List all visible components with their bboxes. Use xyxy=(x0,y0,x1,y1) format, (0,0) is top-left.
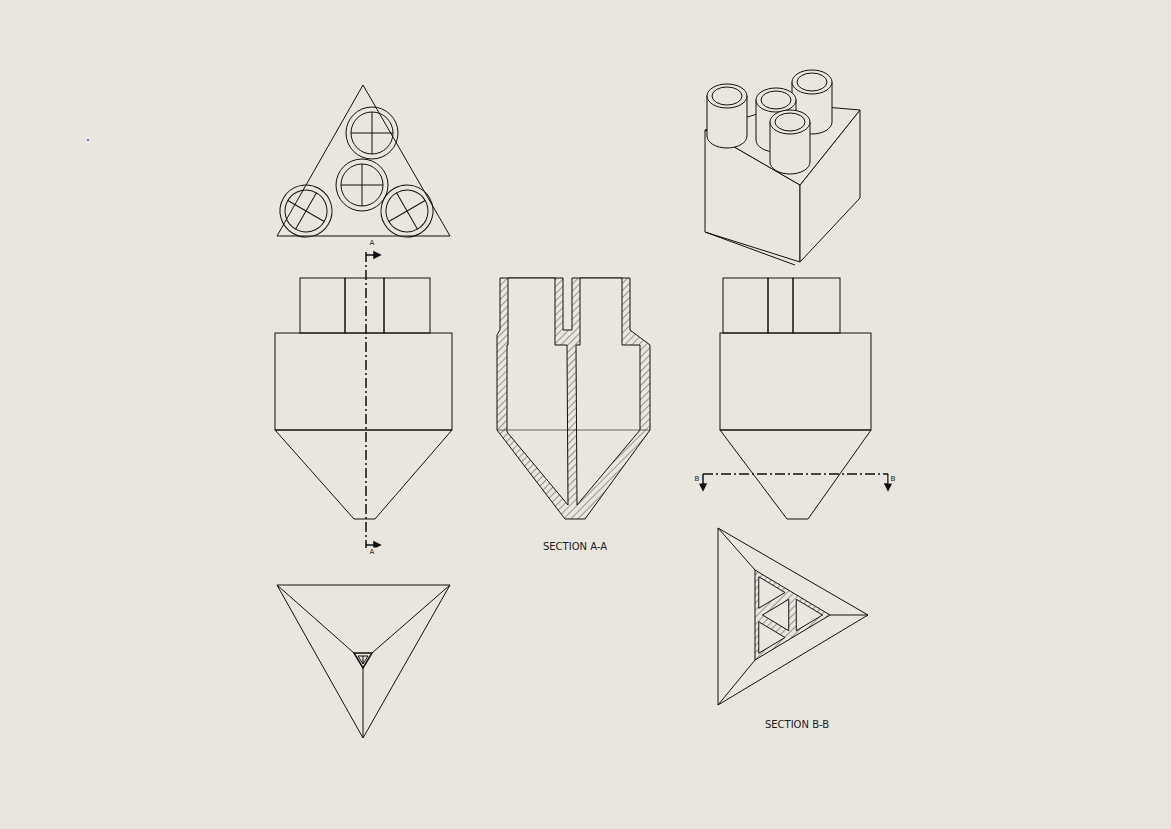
bottom-view-part xyxy=(277,585,450,738)
top-view-part xyxy=(336,159,388,211)
bottom-view-part xyxy=(354,653,372,668)
top-view-part-part xyxy=(346,107,398,159)
top-view-part xyxy=(371,175,442,246)
section-b-b-part xyxy=(830,615,868,616)
front-view-part xyxy=(275,333,452,430)
section-a-a-part xyxy=(576,278,640,505)
top-view-part-part xyxy=(362,164,363,206)
section-b-b-part xyxy=(796,599,822,631)
section-title: SECTION B-B xyxy=(763,719,831,731)
bottom-view xyxy=(277,585,450,738)
section-marker: A xyxy=(368,239,377,248)
top-view-part-part xyxy=(351,112,393,154)
top-view-part-part xyxy=(296,193,317,229)
bottom-view-part xyxy=(277,585,354,653)
section-a-a-part xyxy=(497,430,650,431)
top-view-part-part xyxy=(397,193,418,229)
section-title: SECTION A-A xyxy=(541,541,609,553)
isometric-view-part-part xyxy=(756,88,796,112)
side-view-part xyxy=(793,278,840,333)
section-line-b-part xyxy=(885,484,891,490)
top-view-part-part xyxy=(341,164,383,206)
section-marker: B xyxy=(693,475,702,484)
isometric-view-part-part xyxy=(707,84,747,108)
section-marker: A xyxy=(368,548,377,557)
isometric-view-part-part xyxy=(797,73,827,91)
section-b-b-part xyxy=(718,660,755,705)
isometric-view-part-part xyxy=(761,91,791,109)
top-view-part xyxy=(277,85,450,236)
front-view-part xyxy=(345,278,384,333)
top-view xyxy=(270,85,450,247)
section-line-a xyxy=(366,252,380,548)
bottom-view-part xyxy=(372,585,450,653)
top-view-part-part xyxy=(371,175,442,246)
section-b-b-part xyxy=(718,528,755,570)
top-view-part-part xyxy=(270,175,341,246)
top-view-part xyxy=(270,175,341,246)
stray-dot xyxy=(87,139,89,141)
section-line-b xyxy=(700,474,891,490)
side-view-part xyxy=(768,278,793,333)
isometric-view-part-part xyxy=(712,87,742,105)
front-view-part xyxy=(275,430,452,519)
section-b-b-part xyxy=(755,570,830,660)
section-marker: B xyxy=(889,475,898,484)
section-line-b-part xyxy=(703,473,888,475)
drawing-sheet-part xyxy=(87,70,891,738)
isometric-view-part-part xyxy=(775,113,805,131)
isometric-view-part xyxy=(707,84,747,148)
isometric-view-part-part xyxy=(792,70,832,94)
section-a-a-part xyxy=(497,278,650,519)
section-line-b-part xyxy=(700,484,706,490)
bottom-view-part xyxy=(358,656,368,664)
front-view-part xyxy=(384,278,430,333)
section-a-a xyxy=(497,278,650,519)
isometric-view-part xyxy=(705,232,795,265)
bottom-view-part xyxy=(363,668,364,738)
side-view-part xyxy=(723,278,768,333)
side-view xyxy=(720,278,871,519)
isometric-view xyxy=(705,70,860,265)
top-view-part-part xyxy=(372,112,373,154)
isometric-view-part-part xyxy=(770,110,810,134)
front-view xyxy=(275,278,452,519)
isometric-view-part xyxy=(770,110,810,174)
bottom-view-part xyxy=(363,656,364,664)
top-view-part-part xyxy=(277,182,334,239)
section-b-b xyxy=(718,528,868,705)
top-view-part-part xyxy=(378,182,435,239)
section-b-b-part xyxy=(763,599,789,631)
top-view-part-part xyxy=(336,159,388,211)
section-line-a-part xyxy=(374,252,380,258)
section-a-a-part xyxy=(507,278,568,505)
section-line-a-part xyxy=(365,252,367,548)
front-view-part xyxy=(300,278,345,333)
top-view-part xyxy=(346,107,398,159)
side-view-part xyxy=(720,333,871,430)
section-b-b-part xyxy=(718,528,868,705)
